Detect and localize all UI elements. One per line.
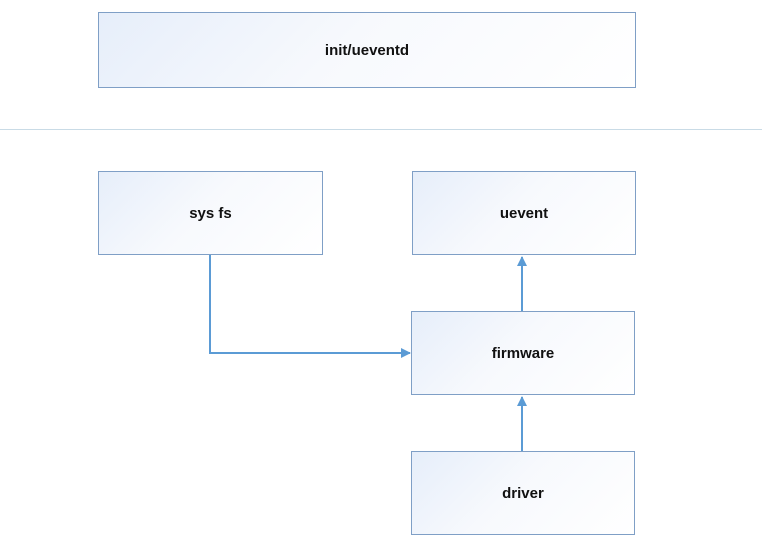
node-firmware-label: firmware xyxy=(491,344,555,362)
node-firmware: firmware xyxy=(411,311,635,395)
node-driver-label: driver xyxy=(502,484,544,502)
node-sys-fs-label: sys fs xyxy=(189,204,232,222)
node-init-ueventd-label: init/ueventd xyxy=(324,41,410,59)
node-sys-fs: sys fs xyxy=(98,171,323,255)
edge-sysfs-to-firmware xyxy=(209,255,411,358)
node-driver: driver xyxy=(411,451,635,535)
section-divider xyxy=(0,129,762,130)
node-init-ueventd: init/ueventd xyxy=(98,12,636,88)
node-uevent: uevent xyxy=(412,171,636,255)
node-uevent-label: uevent xyxy=(499,204,549,222)
